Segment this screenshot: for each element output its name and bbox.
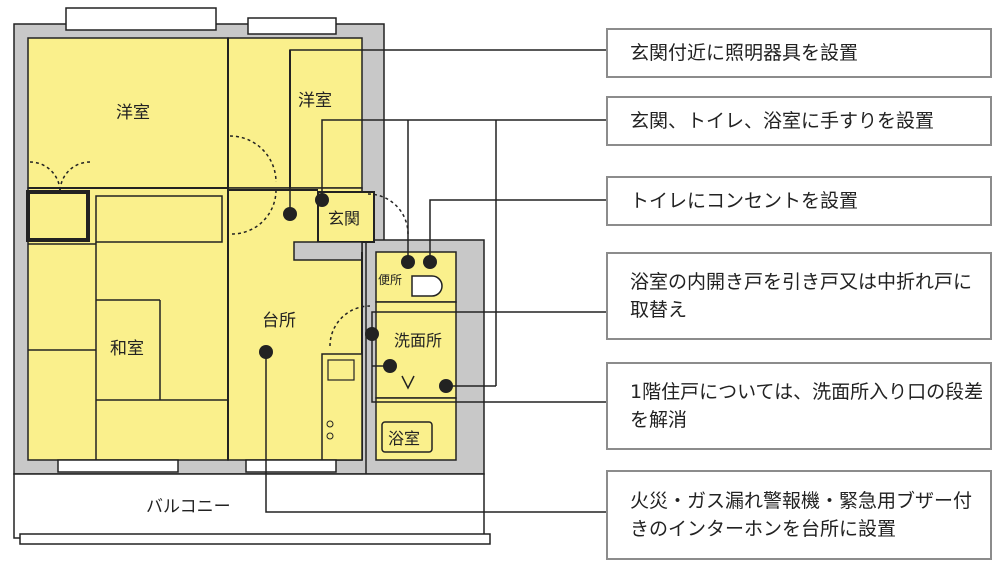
marker-dot xyxy=(259,345,273,359)
note-intercom: 火災・ガス漏れ警報機・緊急用ブザー付きのインターホンを台所に設置 xyxy=(606,470,992,560)
note-bath-door: 浴室の内開き戸を引き戸又は中折れ戸に取替え xyxy=(606,252,992,340)
note-entrance-lighting: 玄関付近に照明器具を設置 xyxy=(606,28,992,78)
label-washroom: 洗面所 xyxy=(394,331,442,350)
label-kitchen: 台所 xyxy=(262,311,296,331)
marker-dot xyxy=(315,193,329,207)
closet xyxy=(26,190,90,242)
entrance-step xyxy=(293,241,363,261)
note-text: トイレにコンセントを設置 xyxy=(630,190,859,212)
note-text: 1階住戸については、洗面所入り口の段差を解消 xyxy=(630,381,984,431)
marker-dot xyxy=(439,379,453,393)
window-top-right xyxy=(247,17,337,35)
window-top-left xyxy=(65,7,217,31)
label-balcony: バルコニー xyxy=(146,497,231,517)
toilet-fixture xyxy=(411,275,443,297)
bathtub xyxy=(381,421,433,453)
label-western-room-1: 洋室 xyxy=(116,103,150,123)
marker-dot xyxy=(365,327,379,341)
note-text: 火災・ガス漏れ警報機・緊急用ブザー付きのインターホンを台所に設置 xyxy=(630,490,973,540)
note-text: 浴室の内開き戸を引き戸又は中折れ戸に取替え xyxy=(630,271,973,321)
marker-dot xyxy=(423,255,437,269)
note-text: 玄関、トイレ、浴室に手すりを設置 xyxy=(630,110,935,132)
label-japanese-room: 和室 xyxy=(110,339,144,359)
balcony-rail xyxy=(13,473,485,539)
floor-western-room-2 xyxy=(227,37,363,189)
label-toilet: 便所 xyxy=(378,273,402,287)
marker-dot xyxy=(383,359,397,373)
floor-bathroom xyxy=(375,397,457,461)
note-handrails: 玄関、トイレ、浴室に手すりを設置 xyxy=(606,96,992,146)
label-western-room-2: 洋室 xyxy=(298,91,332,111)
label-bathroom: 浴室 xyxy=(388,429,420,448)
marker-dot xyxy=(283,207,297,221)
kitchen-counter xyxy=(321,353,363,461)
floor-western-room-1 xyxy=(27,37,229,189)
note-washroom-step: 1階住戸については、洗面所入り口の段差を解消 xyxy=(606,362,992,450)
marker-dot xyxy=(401,255,415,269)
note-toilet-outlet: トイレにコンセントを設置 xyxy=(606,176,992,226)
label-entrance: 玄関 xyxy=(328,209,360,228)
note-text: 玄関付近に照明器具を設置 xyxy=(630,42,859,64)
